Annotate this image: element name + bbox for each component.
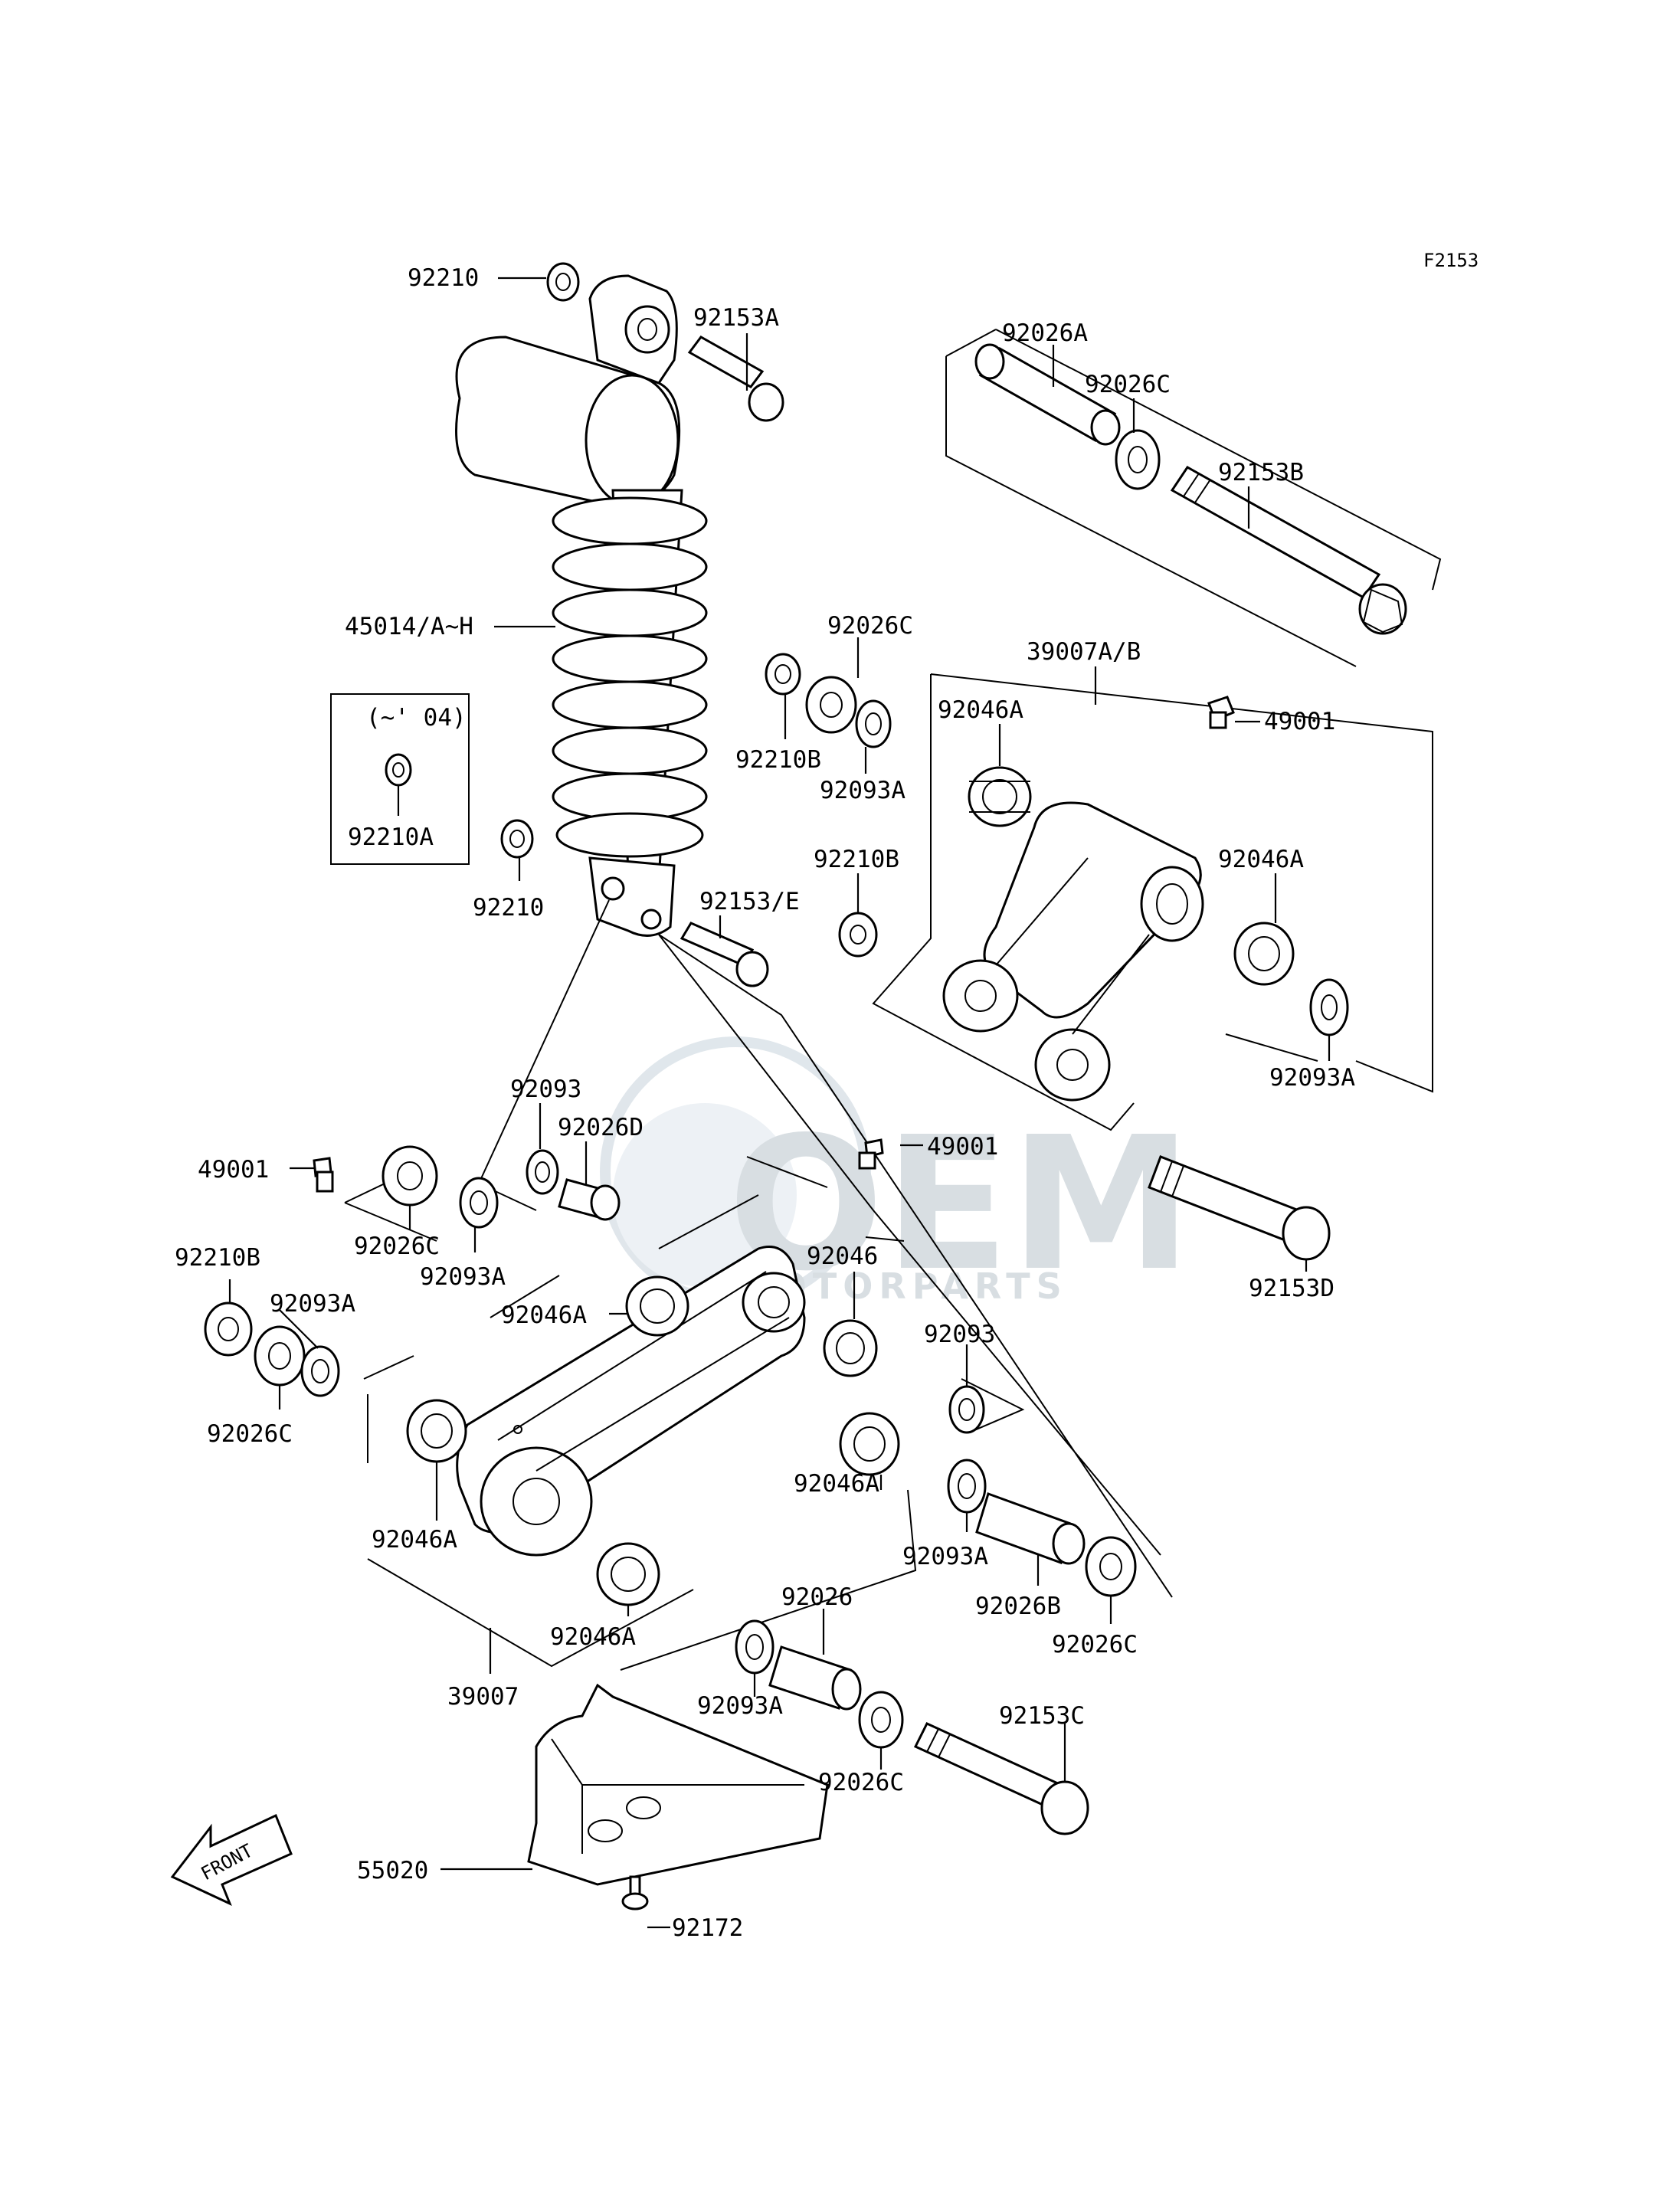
collar-92026B bbox=[975, 1492, 1086, 1565]
label-92153B: 92153B bbox=[1218, 459, 1304, 486]
bearing-92046A-left bbox=[625, 1275, 689, 1337]
label-92046: 92046 bbox=[807, 1243, 878, 1270]
washer-92093A-low bbox=[947, 1459, 987, 1514]
washer-92026C-mid bbox=[805, 676, 857, 734]
washer-92093A-right bbox=[1309, 978, 1349, 1036]
watermark: OEM MOTORPARTS bbox=[600, 1036, 1193, 1311]
nut-92210-top bbox=[546, 262, 580, 302]
label-45014: 45014/A~H bbox=[345, 613, 473, 640]
label-92026C-mid: 92026C bbox=[827, 612, 913, 640]
label-92210-mid: 92210 bbox=[473, 894, 544, 922]
label-92093A-left: 92093A bbox=[420, 1263, 506, 1291]
collar-92026 bbox=[768, 1645, 862, 1711]
variant-box: (~' 04) 92210A bbox=[330, 693, 470, 865]
bearing-92046A-upper bbox=[968, 766, 1032, 827]
label-49001-right: 49001 bbox=[1264, 708, 1335, 735]
label-39007AB: 39007A/B bbox=[1027, 638, 1141, 666]
label-92153E: 92153/E bbox=[699, 888, 800, 915]
label-92153C: 92153C bbox=[999, 1702, 1085, 1730]
washer-92093A-mid bbox=[855, 699, 892, 748]
bearing-92046A-bottom bbox=[596, 1542, 660, 1606]
label-92210B-left: 92210B bbox=[175, 1244, 260, 1272]
bolt-92153A bbox=[687, 336, 784, 422]
label-92046A-upper: 92046A bbox=[938, 696, 1023, 724]
label-92046A-low: 92046A bbox=[372, 1526, 457, 1554]
label-92026C-far: 92026C bbox=[207, 1420, 293, 1448]
bolt-92153E bbox=[680, 922, 769, 987]
variant-part: 92210A bbox=[348, 823, 434, 851]
label-92026A: 92026A bbox=[1002, 319, 1088, 347]
nut-92210B-left bbox=[204, 1302, 253, 1357]
washer-92093-b bbox=[948, 1385, 985, 1434]
grease-nipple-49001-center bbox=[858, 1138, 884, 1170]
nut-92210B-mid2 bbox=[838, 912, 878, 958]
washer-92026C-far bbox=[254, 1325, 306, 1387]
nut-92210B-mid bbox=[765, 653, 801, 696]
label-39007: 39007 bbox=[447, 1683, 519, 1711]
washer-92093A-bottom bbox=[735, 1619, 775, 1675]
label-92026C-left: 92026C bbox=[354, 1233, 440, 1260]
label-92046A-center: 92046A bbox=[794, 1470, 879, 1498]
label-92093A-bottom: 92093A bbox=[697, 1692, 783, 1720]
bearing-92046A-low bbox=[406, 1399, 467, 1463]
relay-arm-39007AB bbox=[942, 801, 1204, 1102]
bolt-92172 bbox=[621, 1875, 649, 1911]
nut-92210-mid bbox=[500, 819, 534, 859]
label-92210B-mid2: 92210B bbox=[814, 846, 899, 873]
washer-92093-a bbox=[526, 1149, 559, 1195]
washer-92026C-left bbox=[382, 1145, 438, 1207]
label-92026B: 92026B bbox=[975, 1593, 1061, 1620]
label-92026C-low: 92026C bbox=[1052, 1631, 1138, 1658]
label-92093-a: 92093 bbox=[510, 1076, 581, 1103]
label-92046A-bottom: 92046A bbox=[550, 1623, 636, 1651]
figure-id: F2153 bbox=[1423, 250, 1479, 271]
label-92046A-right: 92046A bbox=[1218, 846, 1304, 873]
outline-92026A-group bbox=[945, 329, 1442, 667]
front-arrow-icon: FRONT bbox=[170, 1813, 293, 1906]
label-92046A-left: 92046A bbox=[501, 1302, 587, 1329]
washer-92026C-bottom bbox=[858, 1691, 904, 1749]
collar-92026D bbox=[558, 1178, 621, 1221]
label-92210-top: 92210 bbox=[408, 264, 479, 292]
label-49001-left: 49001 bbox=[198, 1156, 269, 1184]
bearing-92046A-center bbox=[839, 1412, 900, 1476]
bolt-92153D bbox=[1148, 1155, 1331, 1261]
label-92093-b: 92093 bbox=[924, 1321, 995, 1348]
washer-92093A-left bbox=[459, 1177, 499, 1229]
label-92026D: 92026D bbox=[558, 1114, 644, 1141]
label-92093A-low: 92093A bbox=[902, 1543, 988, 1570]
bearing-92046A-right bbox=[1233, 922, 1295, 986]
label-55020: 55020 bbox=[357, 1857, 428, 1884]
bearing-92046 bbox=[823, 1319, 878, 1377]
label-92026: 92026 bbox=[781, 1583, 853, 1611]
label-92153D: 92153D bbox=[1249, 1275, 1335, 1302]
label-92026C-bottom: 92026C bbox=[818, 1769, 904, 1796]
label-92210B-mid: 92210B bbox=[735, 746, 821, 774]
label-92093A-right: 92093A bbox=[1269, 1064, 1355, 1092]
variant-note: (~' 04) bbox=[366, 704, 467, 732]
part-labels: 92210 92153A 92026A 92026C 92153B 45014/… bbox=[175, 264, 1355, 1942]
outline-39007AB bbox=[872, 673, 1433, 1131]
label-92093A-far: 92093A bbox=[270, 1290, 355, 1318]
bolt-92153B bbox=[1170, 466, 1407, 635]
grease-nipple-49001-left bbox=[313, 1157, 334, 1193]
label-92093A-mid: 92093A bbox=[820, 777, 905, 804]
watermark-brand: OEM bbox=[728, 1097, 1193, 1311]
tie-rod-39007 bbox=[456, 1246, 806, 1557]
label-92172: 92172 bbox=[672, 1914, 743, 1942]
shock-spring bbox=[552, 496, 708, 858]
washer-92026C-low bbox=[1085, 1536, 1137, 1597]
collar-92026A bbox=[974, 343, 1121, 446]
label-92026C-top: 92026C bbox=[1085, 371, 1171, 398]
bolt-92153C bbox=[913, 1722, 1089, 1835]
washer-92026C-top bbox=[1115, 429, 1161, 490]
leader-lines bbox=[228, 277, 1331, 1929]
label-49001-center: 49001 bbox=[927, 1133, 998, 1161]
label-92153A: 92153A bbox=[693, 304, 779, 332]
rear-shock-absorber bbox=[455, 274, 708, 937]
washer-92093A-far bbox=[300, 1345, 340, 1397]
grease-nipple-49001-right bbox=[1207, 696, 1235, 729]
